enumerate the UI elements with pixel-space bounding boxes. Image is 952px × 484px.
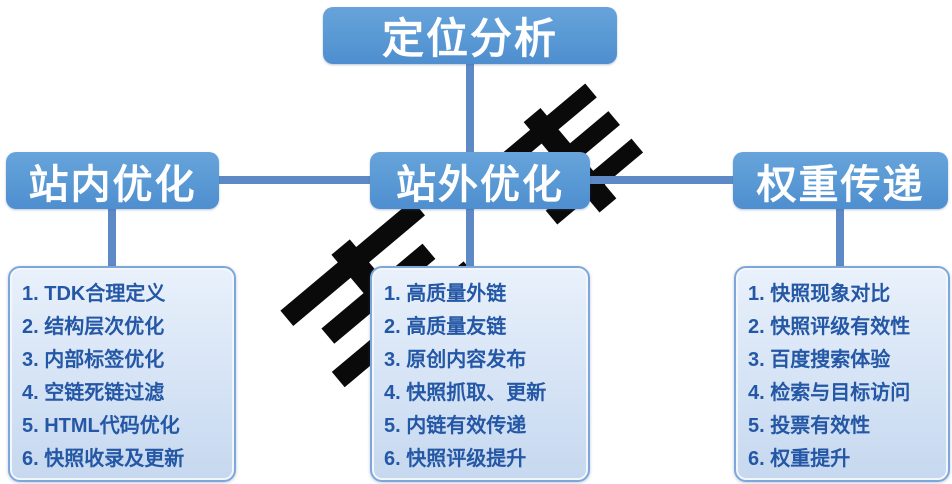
list-item: 1. 高质量外链	[384, 283, 507, 305]
list-item: 6. 权重提升	[748, 448, 851, 470]
list-offsite-optimization: 1. 高质量外链 2. 高质量友链 3. 原创内容发布 4. 快照抓取、更新 5…	[370, 266, 590, 482]
connector-root-to-offsite	[466, 60, 474, 158]
list-item: 6. 快照收录及更新	[22, 448, 185, 470]
node-weight-transfer: 权重传递	[733, 152, 948, 209]
list-item: 5. 内链有效传递	[384, 415, 527, 437]
list-item: 3. 百度搜索体验	[748, 349, 891, 371]
list-item: 4. 快照抓取、更新	[384, 382, 547, 404]
node-onsite-optimization-label: 站内优化	[28, 162, 197, 207]
list-item: 5. 投票有效性	[748, 415, 871, 437]
node-positioning-analysis-label: 定位分析	[381, 15, 558, 62]
list-item: 2. 高质量友链	[384, 316, 507, 338]
list-item: 4. 空链死链过滤	[22, 382, 165, 404]
connector-weight-to-list	[836, 208, 844, 268]
node-positioning-analysis: 定位分析	[323, 7, 617, 64]
list-item: 1. TDK合理定义	[22, 283, 166, 305]
connector-offsite-to-weight	[590, 176, 733, 184]
list-item: 3. 内部标签优化	[22, 349, 165, 371]
list-weight-transfer: 1. 快照现象对比 2. 快照评级有效性 3. 百度搜索体验 4. 检索与目标访…	[734, 266, 950, 482]
connector-offsite-to-list	[466, 208, 474, 268]
list-item: 2. 快照评级有效性	[748, 316, 911, 338]
list-item: 2. 结构层次优化	[22, 316, 165, 338]
node-offsite-optimization: 站外优化	[370, 152, 590, 209]
node-offsite-optimization-label: 站外优化	[396, 162, 564, 207]
list-onsite-optimization: 1. TDK合理定义 2. 结构层次优化 3. 内部标签优化 4. 空链死链过滤…	[8, 266, 236, 482]
list-item: 3. 原创内容发布	[384, 349, 527, 371]
list-item: 4. 检索与目标访问	[748, 382, 911, 404]
node-weight-transfer-label: 权重传递	[756, 162, 925, 207]
list-item: 5. HTML代码优化	[22, 415, 180, 437]
list-item: 1. 快照现象对比	[748, 283, 891, 305]
node-onsite-optimization: 站内优化	[6, 152, 219, 209]
connector-onsite-to-offsite	[219, 176, 370, 184]
list-item: 6. 快照评级提升	[384, 448, 527, 470]
connector-onsite-to-list	[108, 208, 116, 268]
